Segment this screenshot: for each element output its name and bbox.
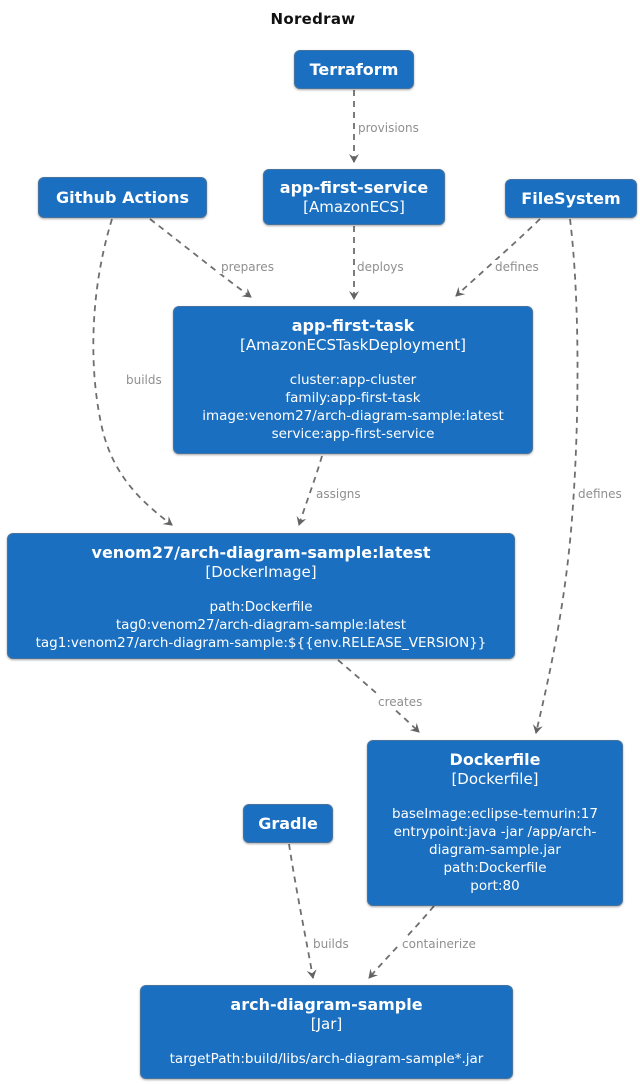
node-attribute: path:Dockerfile <box>209 599 313 615</box>
node-attribute: family:app-first-task <box>285 390 421 406</box>
node-attribute: tag0:venom27/arch-diagram-sample:latest <box>115 617 407 633</box>
edge-builds-bottom-line <box>288 843 317 979</box>
edge-label-provisions: provisions <box>356 121 421 135</box>
node-attribute: image:venom27/arch-diagram-sample:latest <box>202 408 504 424</box>
node-attribute: path:Dockerfile <box>443 860 547 876</box>
edge-label-creates: creates <box>376 695 425 709</box>
node-attribute: baseImage:eclipse-temurin:17 <box>392 806 598 822</box>
node-title: Dockerfile <box>449 750 541 769</box>
edge-assigns-line <box>296 455 323 526</box>
node-type: [AmazonECS] <box>303 197 405 216</box>
node-title: Terraform <box>309 59 399 79</box>
edge-defines-right-line <box>532 218 579 734</box>
node-docker-image: venom27/arch-diagram-sample:latest [Dock… <box>7 533 515 659</box>
node-attribute: cluster:app-cluster <box>289 372 417 388</box>
node-attribute: service:app-first-service <box>271 426 435 442</box>
node-title: app-first-service <box>279 177 429 197</box>
node-attributes: targetPath:build/libs/arch-diagram-sampl… <box>141 1050 512 1068</box>
node-type: [AmazonECSTaskDeployment] <box>240 336 466 354</box>
node-attribute: tag1:venom27/arch-diagram-sample:${{env.… <box>35 635 487 651</box>
node-title: venom27/arch-diagram-sample:latest <box>91 543 431 562</box>
node-terraform: Terraform <box>294 50 414 89</box>
node-title: Gradle <box>258 813 318 833</box>
node-app-first-task: app-first-task [AmazonECSTaskDeployment]… <box>173 306 533 454</box>
edge-label-prepares: prepares <box>219 260 276 274</box>
node-app-first-service: app-first-service [AmazonECS] <box>263 169 445 225</box>
node-type: [DockerImage] <box>205 563 317 581</box>
node-attribute: targetPath:build/libs/arch-diagram-sampl… <box>169 1051 484 1067</box>
node-attributes: baseImage:eclipse-temurin:17 entrypoint:… <box>368 805 622 895</box>
edge-prepares-line <box>149 218 252 298</box>
edge-label-containerize: containerize <box>400 937 478 951</box>
edge-label-deploys: deploys <box>355 260 406 274</box>
edge-defines-left-line <box>455 218 541 297</box>
node-attribute: port:80 <box>470 878 520 894</box>
page-title: Noredraw <box>270 10 356 28</box>
node-dockerfile: Dockerfile [Dockerfile] baseImage:eclips… <box>367 740 623 906</box>
node-gradle: Gradle <box>243 804 333 843</box>
node-attributes: cluster:app-cluster family:app-first-tas… <box>174 371 532 443</box>
node-type: [Dockerfile] <box>451 770 539 788</box>
node-github-actions: Github Actions <box>38 177 207 218</box>
edge-label-assigns: assigns <box>314 487 363 501</box>
node-title: Github Actions <box>56 187 189 207</box>
edge-label-builds-bottom: builds <box>311 937 351 951</box>
node-title: app-first-task <box>291 316 415 335</box>
node-attribute: entrypoint:java -jar /app/arch-diagram-s… <box>393 824 597 858</box>
node-attributes: path:Dockerfile tag0:venom27/arch-diagra… <box>8 598 514 652</box>
edge-label-builds-left: builds <box>124 373 164 387</box>
edge-label-defines-left: defines <box>493 260 541 274</box>
node-title: FileSystem <box>521 188 621 208</box>
node-type: [Jar] <box>310 1015 343 1033</box>
edge-builds-left-line <box>92 218 173 526</box>
node-filesystem: FileSystem <box>505 179 637 218</box>
node-jar: arch-diagram-sample [Jar] targetPath:bui… <box>140 985 513 1079</box>
edge-label-defines-right: defines <box>576 487 624 501</box>
node-title: arch-diagram-sample <box>230 995 423 1014</box>
